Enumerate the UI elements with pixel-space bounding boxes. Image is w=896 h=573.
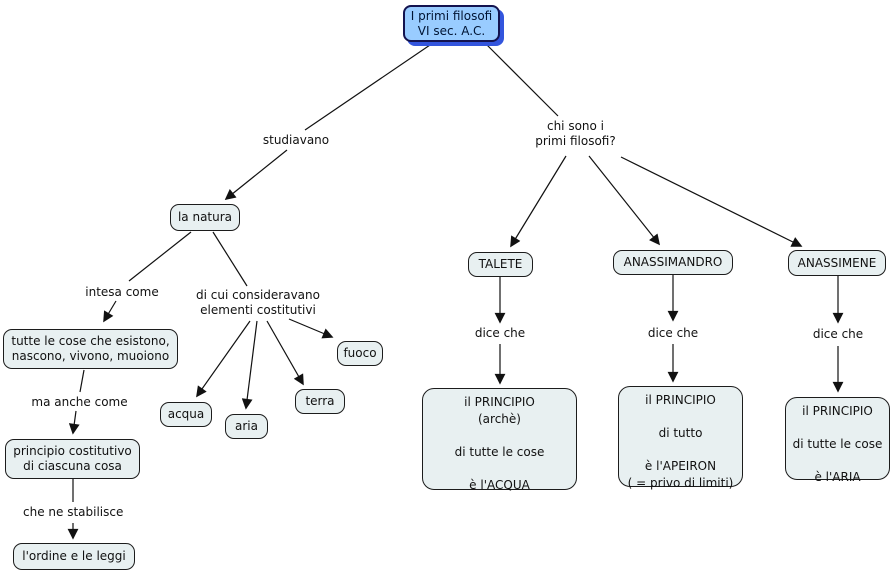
node-line: il PRINCIPIO	[645, 393, 716, 407]
link-label-line: elementi costitutivi	[200, 303, 316, 317]
link-label-chi-sono[interactable]: chi sono i primi filosofi?	[528, 119, 623, 149]
node-line: principio costitutivo	[13, 444, 132, 458]
node-principio-acqua[interactable]: il PRINCIPIO (archè) di tutte le cose è …	[422, 388, 577, 492]
node-line: di tutte le cose	[792, 437, 883, 451]
node-line: è l'ACQUA	[469, 477, 530, 492]
link-label-dice-che-talete[interactable]: dice che	[474, 326, 526, 340]
link-label-dice-che-anassimandro[interactable]: dice che	[647, 326, 699, 340]
link-label-che-ne-stabilisce[interactable]: che ne stabilisce	[23, 505, 124, 519]
node-la-natura[interactable]: la natura	[170, 204, 240, 231]
node-acqua[interactable]: acqua	[160, 402, 212, 427]
node-root-line: I primi filosofi	[410, 8, 493, 23]
link-label-dice-che-anassimene[interactable]: dice che	[812, 327, 864, 341]
node-anassimandro[interactable]: ANASSIMANDRO	[613, 250, 733, 275]
node-root[interactable]: I primi filosofi VI sec. A.C.	[403, 5, 500, 42]
link-label-di-cui[interactable]: di cui consideravano elementi costitutiv…	[194, 288, 322, 318]
node-line: è l'ARIA	[814, 470, 861, 484]
link-label-studiavano[interactable]: studiavano	[262, 133, 330, 147]
node-line: ( = privo di limiti)	[627, 475, 734, 490]
node-ordine-leggi[interactable]: l'ordine e le leggi	[13, 543, 135, 570]
link-label-ma-anche-come[interactable]: ma anche come	[31, 395, 128, 409]
node-line: il PRINCIPIO	[464, 395, 535, 409]
node-line: di tutto	[658, 426, 703, 440]
node-line: nascono, vivono, muoiono	[11, 349, 170, 363]
node-line: il PRINCIPIO	[802, 404, 873, 418]
link-label-line: primi filosofi?	[535, 134, 616, 148]
node-fuoco[interactable]: fuoco	[337, 341, 383, 366]
node-tutte-le-cose[interactable]: tutte le cose che esistono, nascono, viv…	[3, 329, 178, 369]
node-root-line: VI sec. A.C.	[417, 23, 486, 38]
node-line: di ciascuna cosa	[23, 459, 122, 473]
node-talete[interactable]: TALETE	[468, 252, 533, 277]
node-line: (archè)	[478, 411, 521, 426]
node-terra[interactable]: terra	[295, 389, 345, 414]
node-principio-aria[interactable]: il PRINCIPIO di tutte le cose è l'ARIA	[785, 397, 890, 484]
node-anassimene[interactable]: ANASSIMENE	[788, 250, 886, 276]
link-label-intesa-come[interactable]: intesa come	[85, 285, 159, 299]
node-line: è l'APEIRON	[644, 459, 717, 473]
node-principio-apeiron[interactable]: il PRINCIPIO di tutto è l'APEIRON ( = pr…	[618, 386, 743, 490]
node-line: di tutte le cose	[454, 444, 545, 459]
link-label-line: chi sono i	[546, 119, 605, 133]
node-line: tutte le cose che esistono,	[11, 334, 170, 348]
node-principio-costitutivo[interactable]: principio costitutivo di ciascuna cosa	[5, 439, 140, 479]
link-label-line: di cui consideravano	[196, 288, 320, 302]
node-aria[interactable]: aria	[225, 414, 268, 439]
